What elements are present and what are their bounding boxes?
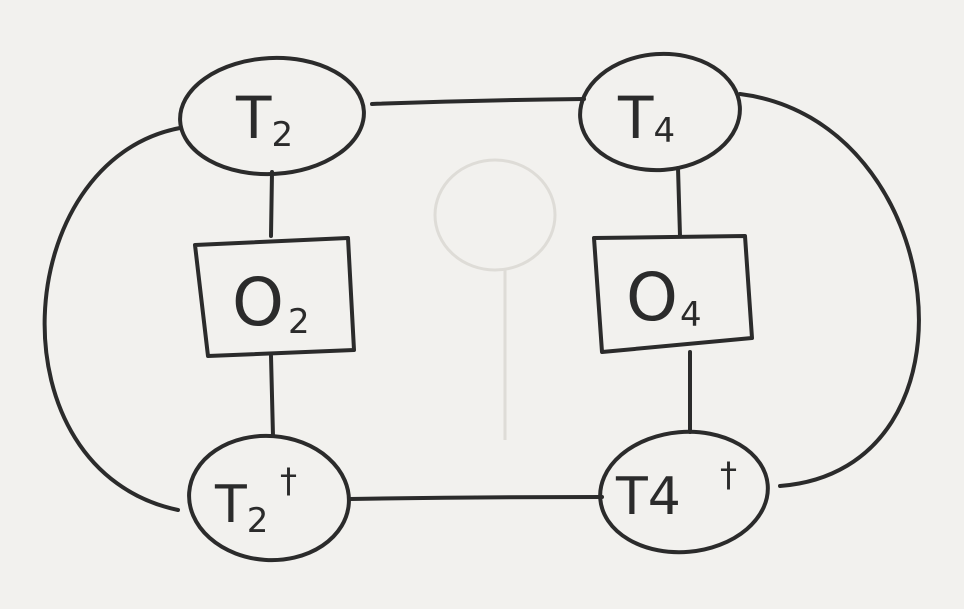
node-t4-dagger-sup: †	[720, 455, 737, 495]
node-o4-label: O4	[626, 259, 702, 336]
edge-t2-t2dag-left-arc	[42, 126, 182, 512]
edge-t2-o2	[269, 170, 274, 238]
node-o4-sub: 4	[680, 295, 702, 335]
node-o4: O4	[592, 234, 754, 354]
background-ghost-mark	[433, 158, 557, 440]
node-t4-dagger-main: T4	[615, 467, 681, 527]
edges	[42, 92, 921, 512]
node-o2-sub: 2	[288, 302, 310, 342]
node-t4-dagger-ellipse	[598, 429, 770, 555]
node-o2-box	[193, 236, 356, 358]
node-t4: T4	[578, 51, 742, 173]
node-t2: T2	[178, 55, 366, 177]
node-t2-dagger-main: T	[214, 475, 247, 535]
node-t4-main: T	[617, 84, 654, 152]
edge-t2-t4	[370, 97, 586, 106]
edge-o2-t2dag	[269, 354, 275, 438]
node-o4-box	[592, 234, 754, 354]
node-t4-sub: 4	[653, 111, 675, 151]
node-t2-dagger-label: T2	[214, 475, 268, 541]
edge-t4-o4	[676, 166, 682, 238]
node-o4-main: O	[626, 259, 678, 336]
node-t4-ellipse	[578, 51, 742, 173]
node-t2-dagger: T2 †	[187, 433, 351, 563]
node-t2-label: T2	[235, 84, 293, 155]
edge-t4-t4dag-right-arc	[738, 92, 921, 488]
node-t2-ellipse	[178, 55, 366, 177]
node-t2-dagger-sub: 2	[247, 501, 269, 541]
node-t2-dagger-ellipse	[187, 433, 351, 563]
node-t4-label: T4	[617, 84, 675, 152]
node-t2-sub: 2	[271, 115, 293, 155]
node-t4-dagger: T4 †	[598, 429, 770, 555]
node-t2-dagger-sup: †	[280, 461, 297, 501]
node-o2-main: O	[232, 264, 284, 341]
node-t2-main: T	[235, 84, 272, 152]
edge-t2dag-t4dag	[348, 495, 604, 501]
